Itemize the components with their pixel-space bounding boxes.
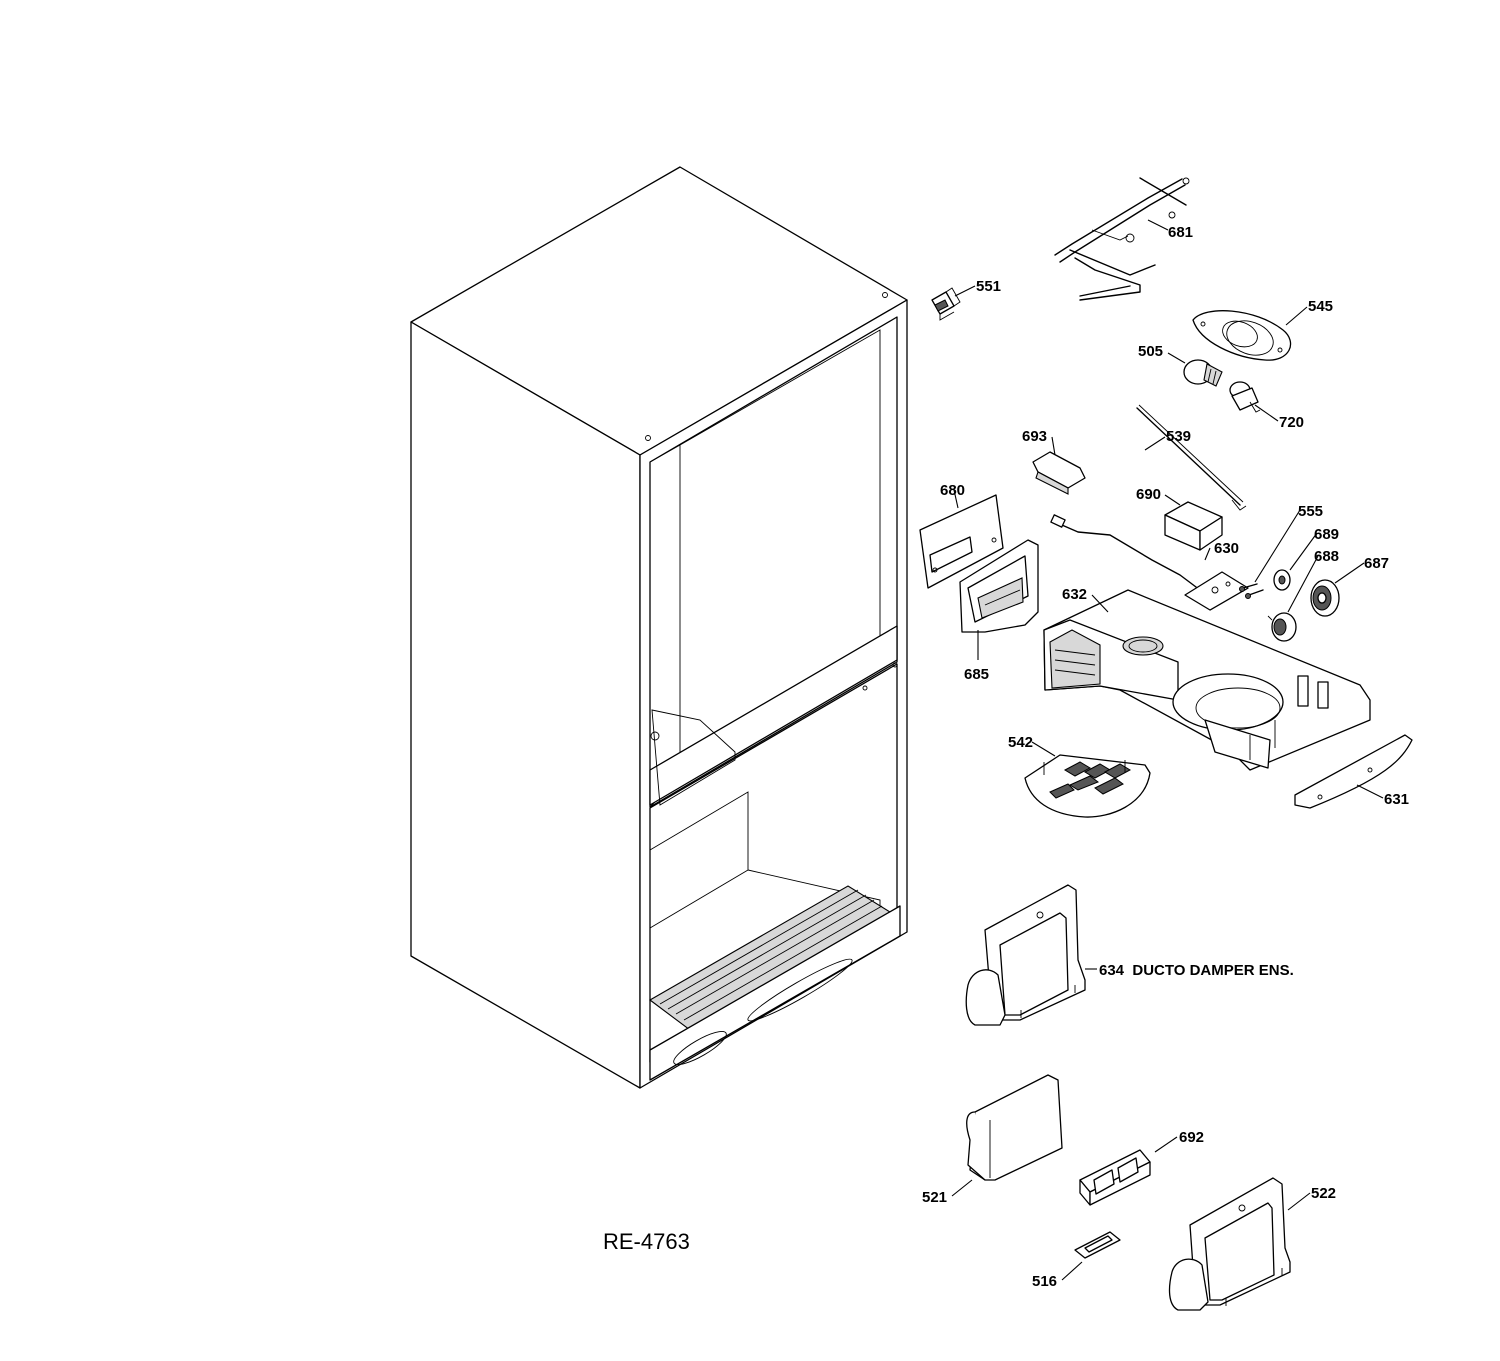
part-688-fan-hub	[1267, 612, 1297, 642]
callout-516: 516	[1032, 1273, 1057, 1290]
part-693-pad	[1032, 451, 1086, 495]
part-680-cover-plate	[919, 494, 1004, 589]
callout-693: 693	[1022, 428, 1047, 445]
callout-555: 555	[1298, 503, 1323, 520]
part-555-screws	[1239, 583, 1264, 599]
part-551-switch	[931, 287, 961, 321]
callout-521: 521	[922, 1189, 947, 1206]
callout-545: 545	[1308, 298, 1333, 315]
part-545-lamp-shield	[1192, 310, 1292, 361]
callout-680: 680	[940, 482, 965, 499]
part-631-trim-strip	[1294, 734, 1413, 809]
callout-522: 522	[1311, 1185, 1336, 1202]
part-505-light-bulb	[1183, 359, 1223, 387]
part-632-evaporator-cover	[1043, 589, 1371, 771]
callout-630: 630	[1214, 540, 1239, 557]
part-522-damper-housing	[1168, 1177, 1291, 1311]
callout-687: 687	[1364, 555, 1389, 572]
part-685-air-grille	[959, 539, 1039, 633]
part-516-gasket-small	[1074, 1231, 1121, 1259]
callout-681: 681	[1168, 224, 1193, 241]
part-539-sensor-rod	[1136, 404, 1247, 511]
part-681-heater-harness	[1054, 177, 1190, 301]
part-634-damper-assembly	[965, 884, 1086, 1026]
callout-688: 688	[1314, 548, 1339, 565]
callout-720: 720	[1279, 414, 1304, 431]
leader-lines	[951, 219, 1384, 1281]
part-720-lamp-socket	[1229, 381, 1261, 413]
callout-539: 539	[1166, 428, 1191, 445]
callout-692: 692	[1179, 1129, 1204, 1146]
part-692-gasket	[1079, 1149, 1151, 1206]
callout-685: 685	[964, 666, 989, 683]
callout-690: 690	[1136, 486, 1161, 503]
refrigerator-cabinet	[410, 166, 908, 1089]
floor-grille-slats	[659, 889, 883, 1021]
callout-634: 634 DUCTO DAMPER ENS.	[1099, 962, 1294, 979]
callout-505: 505	[1138, 343, 1163, 360]
callout-689: 689	[1314, 526, 1339, 543]
callout-631: 631	[1384, 791, 1409, 808]
part-687-fan-blade	[1310, 579, 1340, 617]
part-521-damper-cover	[966, 1074, 1063, 1181]
callout-labels: 681 551 545 505 720 693 539 680 690 555 …	[922, 224, 1409, 1290]
callout-542: 542	[1008, 734, 1033, 751]
diagram-code: RE-4763	[603, 1229, 690, 1254]
part-542-fan-shroud	[1024, 754, 1151, 818]
callout-632: 632	[1062, 586, 1087, 603]
part-689-washer	[1273, 569, 1291, 591]
part-690-control-box	[1164, 501, 1223, 551]
callout-551: 551	[976, 278, 1001, 295]
part-630-wiring-harness	[1050, 514, 1249, 611]
